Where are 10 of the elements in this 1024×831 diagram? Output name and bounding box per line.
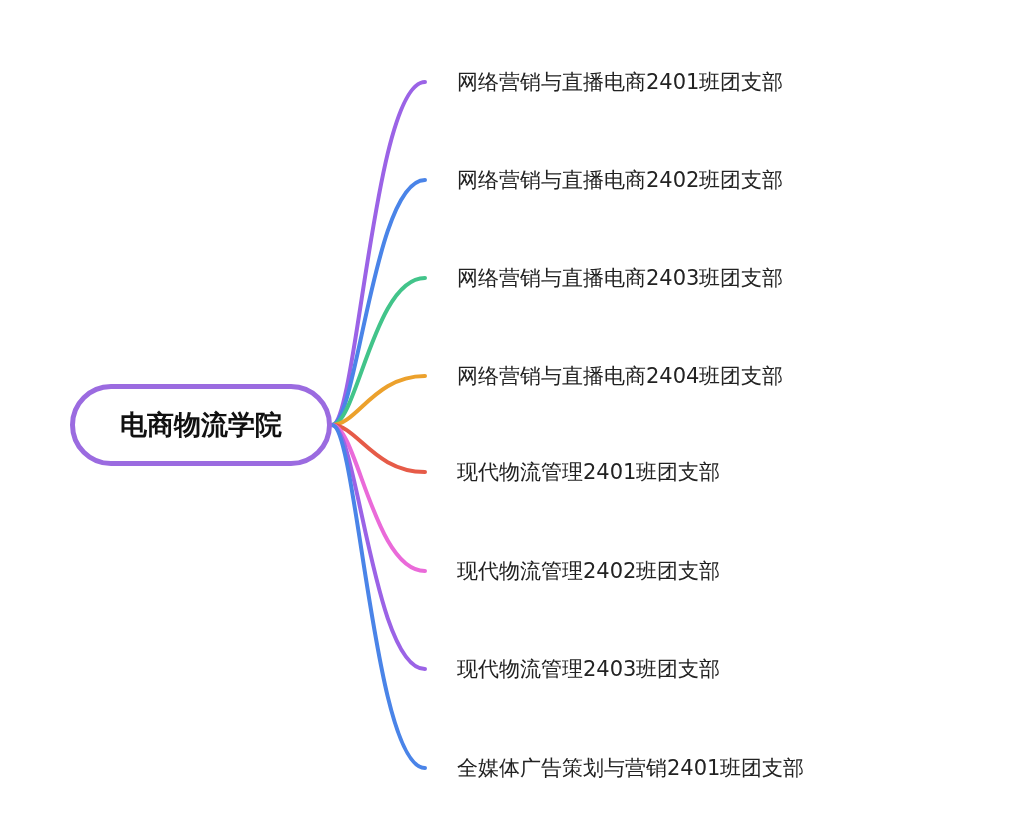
branch-label: 现代物流管理2402班团支部 <box>425 553 721 589</box>
branch-label: 现代物流管理2401班团支部 <box>425 454 721 490</box>
branch-label: 网络营销与直播电商2403班团支部 <box>425 260 784 296</box>
branch-label: 网络营销与直播电商2402班团支部 <box>425 162 784 198</box>
branch-label: 现代物流管理2403班团支部 <box>425 651 721 687</box>
branch-label: 网络营销与直播电商2404班团支部 <box>425 358 784 394</box>
topic-pill: 电商物流学院 <box>70 384 332 466</box>
branch-line <box>330 423 427 770</box>
branch-label: 网络营销与直播电商2401班团支部 <box>425 64 784 100</box>
branch-label: 全媒体广告策划与营销2401班团支部 <box>425 750 805 786</box>
